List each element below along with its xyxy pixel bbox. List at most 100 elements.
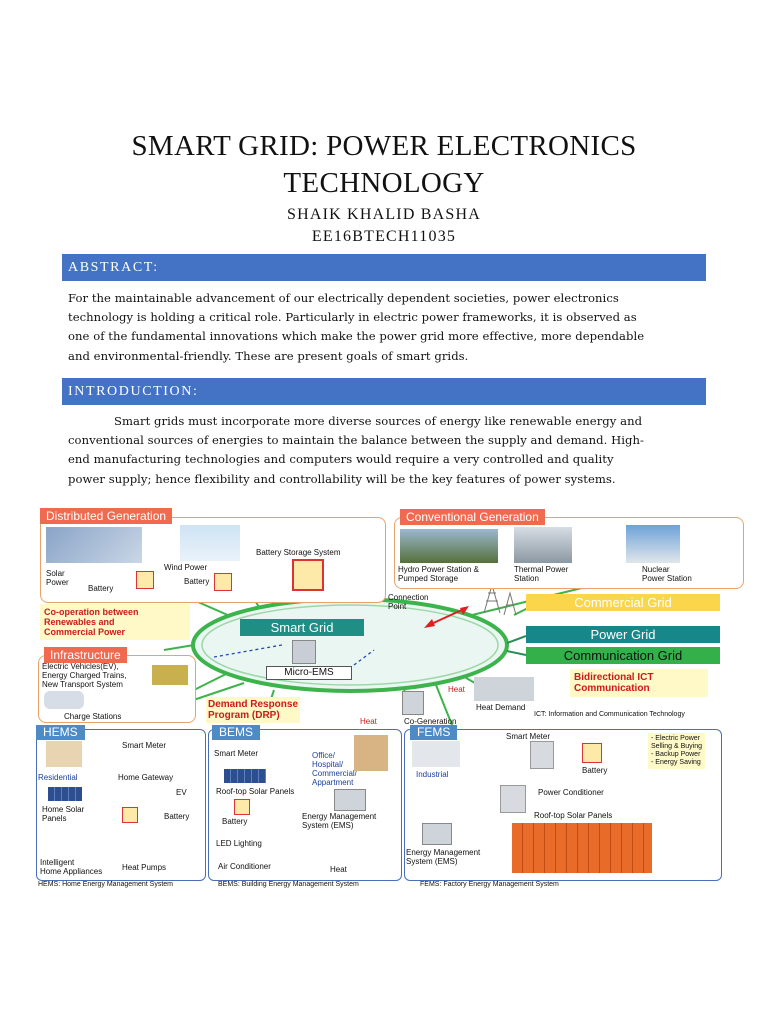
abstract-line: and environmental-friendly. These are pr… <box>68 347 700 366</box>
power-conditioner-label: Power Conditioner <box>538 788 604 797</box>
charge-stations-label: Charge Stations <box>64 712 121 721</box>
power-conditioner-image <box>500 785 526 813</box>
rooftop-solar-label: Roof-top Solar Panels <box>534 811 612 820</box>
home-gateway-label: Home Gateway <box>118 773 173 782</box>
micro-ems-label: Micro-EMS <box>266 666 352 680</box>
introduction-paragraph: Smart grids must incorporate more divers… <box>68 412 700 489</box>
battery-icon <box>214 573 232 591</box>
abstract-paragraph: For the maintainable advancement of our … <box>68 289 700 366</box>
cogeneration-unit-image <box>402 691 424 715</box>
smart-meter-label: Smart Meter <box>214 749 258 758</box>
infrastructure-tab: Infrastructure <box>44 647 127 663</box>
nuclear-station-image <box>626 525 680 563</box>
hydro-station-image <box>400 529 498 563</box>
train-image <box>152 665 188 685</box>
rooftop-solar-panel-image <box>224 769 266 783</box>
bems-tab: BEMS <box>212 725 260 740</box>
solar-farm-image <box>46 527 142 563</box>
smart-meter-label: Smart Meter <box>122 741 166 750</box>
building-image <box>354 735 388 771</box>
server-image <box>530 741 554 769</box>
battery-icon <box>234 799 250 815</box>
heat-demand-label: Heat Demand <box>476 703 525 712</box>
author-id: EE16BTECH11035 <box>0 226 768 248</box>
rooftop-solar-label: Roof-top Solar Panels <box>216 787 294 796</box>
battery-icon <box>582 743 602 763</box>
introduction-line: Smart grids must incorporate more divers… <box>68 412 700 431</box>
wind-turbines-image <box>180 525 240 561</box>
battery-label: Battery <box>582 766 607 775</box>
title-line-2: TECHNOLOGY <box>0 165 768 202</box>
conventional-generation-tab: Conventional Generation <box>400 509 545 525</box>
office-label: Office/Hospital/Commercial/Appartment <box>312 751 357 787</box>
smart-grid-label: Smart Grid <box>240 619 364 636</box>
abstract-line: one of the fundamental innovations which… <box>68 327 700 346</box>
introduction-heading: INTRODUCTION: <box>62 378 706 405</box>
document-title: SMART GRID: POWER ELECTRONICS TECHNOLOGY <box>0 128 768 202</box>
led-lighting-label: LED Lighting <box>216 839 262 848</box>
industrial-label: Industrial <box>416 770 448 779</box>
fems-tab: FEMS <box>410 725 457 740</box>
air-conditioner-label: Air Conditioner <box>218 862 271 871</box>
abstract-heading: ABSTRACT: <box>62 254 706 281</box>
ict-note: ICT: Information and Communication Techn… <box>534 711 685 719</box>
battery-storage-icon <box>292 559 324 591</box>
battery-label: Battery <box>184 577 209 586</box>
hems-footnote: HEMS: Home Energy Management System <box>38 881 173 889</box>
heat-pumps-label: Heat Pumps <box>122 863 166 872</box>
bems-footnote: BEMS: Building Energy Management System <box>218 881 359 889</box>
title-line-1: SMART GRID: POWER ELECTRONICS <box>0 128 768 165</box>
ev-label: EV <box>176 788 187 797</box>
factory-image <box>412 741 460 767</box>
smart-meter-label: Smart Meter <box>506 732 550 741</box>
author-block: SHAIK KHALID BASHA EE16BTECH11035 <box>0 204 768 248</box>
introduction-line: end manufacturing technologies and compu… <box>68 450 700 469</box>
heat-label: Heat <box>448 685 465 694</box>
thermal-station-image <box>514 527 572 563</box>
factory-rooftop-solar-image <box>512 823 652 873</box>
residential-label: Residential <box>38 773 78 782</box>
hydro-station-label: Hydro Power Station &Pumped Storage <box>398 565 479 583</box>
distributed-generation-tab: Distributed Generation <box>40 508 172 524</box>
fems-benefits-note: - Electric Power Selling & Buying- Backu… <box>648 733 705 769</box>
introduction-line: power supply; hence flexibility and cont… <box>68 470 700 489</box>
computer-icon <box>334 789 366 811</box>
abstract-line: technology is holding a critical role. P… <box>68 308 700 327</box>
battery-label: Battery <box>164 812 189 821</box>
fems-footnote: FEMS: Factory Energy Management System <box>420 881 559 889</box>
commercial-grid-bar: Commercial Grid <box>526 594 720 611</box>
power-grid-bar: Power Grid <box>526 626 720 643</box>
author-name: SHAIK KHALID BASHA <box>0 204 768 226</box>
factory-image <box>474 677 534 701</box>
introduction-line: conventional sources of energies to main… <box>68 431 700 450</box>
battery-label: Battery <box>88 584 113 593</box>
hems-tab: HEMS <box>36 725 85 740</box>
wind-power-label: Wind Power <box>164 563 207 572</box>
battery-label: Battery <box>222 817 247 826</box>
battery-storage-label: Battery Storage System <box>256 548 340 557</box>
heat-label: Heat <box>330 865 347 874</box>
computer-icon <box>292 640 316 664</box>
battery-icon <box>136 571 154 589</box>
communication-grid-bar: Communication Grid <box>526 647 720 664</box>
house-image <box>46 741 82 767</box>
abstract-line: For the maintainable advancement of our … <box>68 289 700 308</box>
heat-label: Heat <box>360 717 377 726</box>
battery-icon <box>122 807 138 823</box>
computer-icon <box>422 823 452 845</box>
home-solar-panel-image <box>48 787 82 801</box>
car-image <box>44 691 84 709</box>
ev-label: Electric Vehicles(EV),Energy Charged Tra… <box>42 662 127 689</box>
